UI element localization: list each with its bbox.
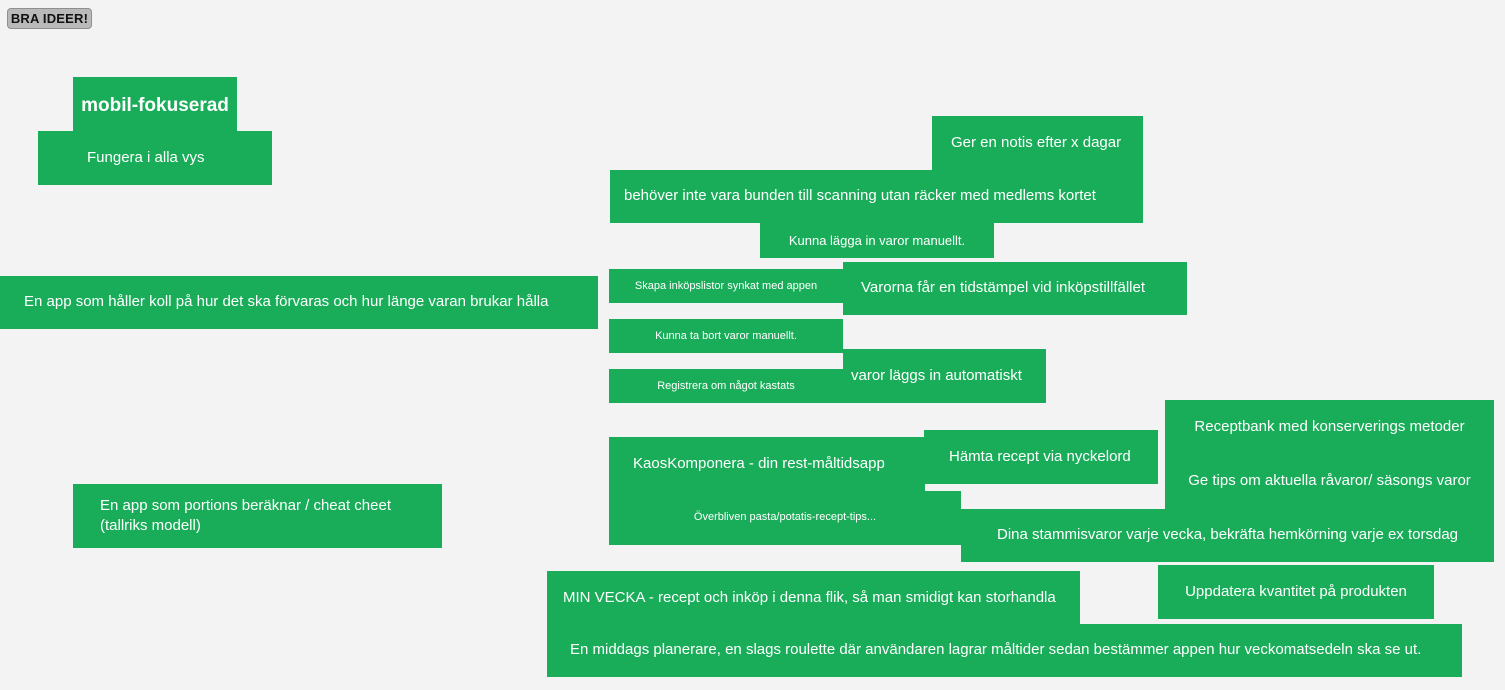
sticky-note-medlemskort[interactable]: behöver inte vara bunden till scanning u…: [610, 170, 1143, 223]
sticky-note-receptbank[interactable]: Receptbank med konserverings metoder: [1165, 400, 1494, 454]
sticky-note-hamta-recept[interactable]: Hämta recept via nyckelord: [924, 430, 1158, 484]
sticky-note-overbliven-pasta[interactable]: Överbliven pasta/potatis-recept-tips...: [609, 491, 961, 545]
sticky-note-registrera-kastats[interactable]: Registrera om något kastats: [609, 369, 843, 403]
sticky-note-stammisvaror[interactable]: Dina stammisvaror varje vecka, bekräfta …: [961, 509, 1494, 562]
sticky-note-app-portions[interactable]: En app som portions beräknar / cheat che…: [73, 484, 442, 548]
sticky-note-laggs-in-automatiskt[interactable]: varor läggs in automatiskt: [843, 349, 1046, 403]
sticky-note-mobil-fokuserad[interactable]: mobil-fokuserad: [73, 77, 237, 135]
sticky-note-fungera-i-alla-vys[interactable]: Fungera i alla vys: [38, 131, 272, 185]
sticky-note-min-vecka[interactable]: MIN VECKA - recept och inköp i denna fli…: [547, 571, 1080, 626]
sticky-note-ge-tips-ravaror[interactable]: Ge tips om aktuella råvaror/ säsongs var…: [1165, 454, 1494, 509]
sticky-note-ger-notis[interactable]: Ger en notis efter x dagar: [932, 116, 1143, 170]
board-tag-label[interactable]: BRA IDEER!: [7, 8, 92, 29]
sticky-note-middags-planerare[interactable]: En middags planerare, en slags roulette …: [547, 624, 1462, 677]
sticky-note-lagga-in-manuellt[interactable]: Kunna lägga in varor manuellt.: [760, 223, 994, 258]
sticky-note-app-forvaring[interactable]: En app som håller koll på hur det ska fö…: [0, 276, 598, 329]
sticky-note-tidstampel[interactable]: Varorna får en tidstämpel vid inköpstill…: [843, 262, 1187, 315]
sticky-note-skapa-inkopslistor[interactable]: Skapa inköpslistor synkat med appen: [609, 269, 843, 303]
sticky-note-ta-bort-manuellt[interactable]: Kunna ta bort varor manuellt.: [609, 319, 843, 353]
sticky-note-uppdatera-kvantitet[interactable]: Uppdatera kvantitet på produkten: [1158, 565, 1434, 619]
sticky-note-kaoskomponera[interactable]: KaosKomponera - din rest-måltidsapp: [609, 437, 925, 491]
